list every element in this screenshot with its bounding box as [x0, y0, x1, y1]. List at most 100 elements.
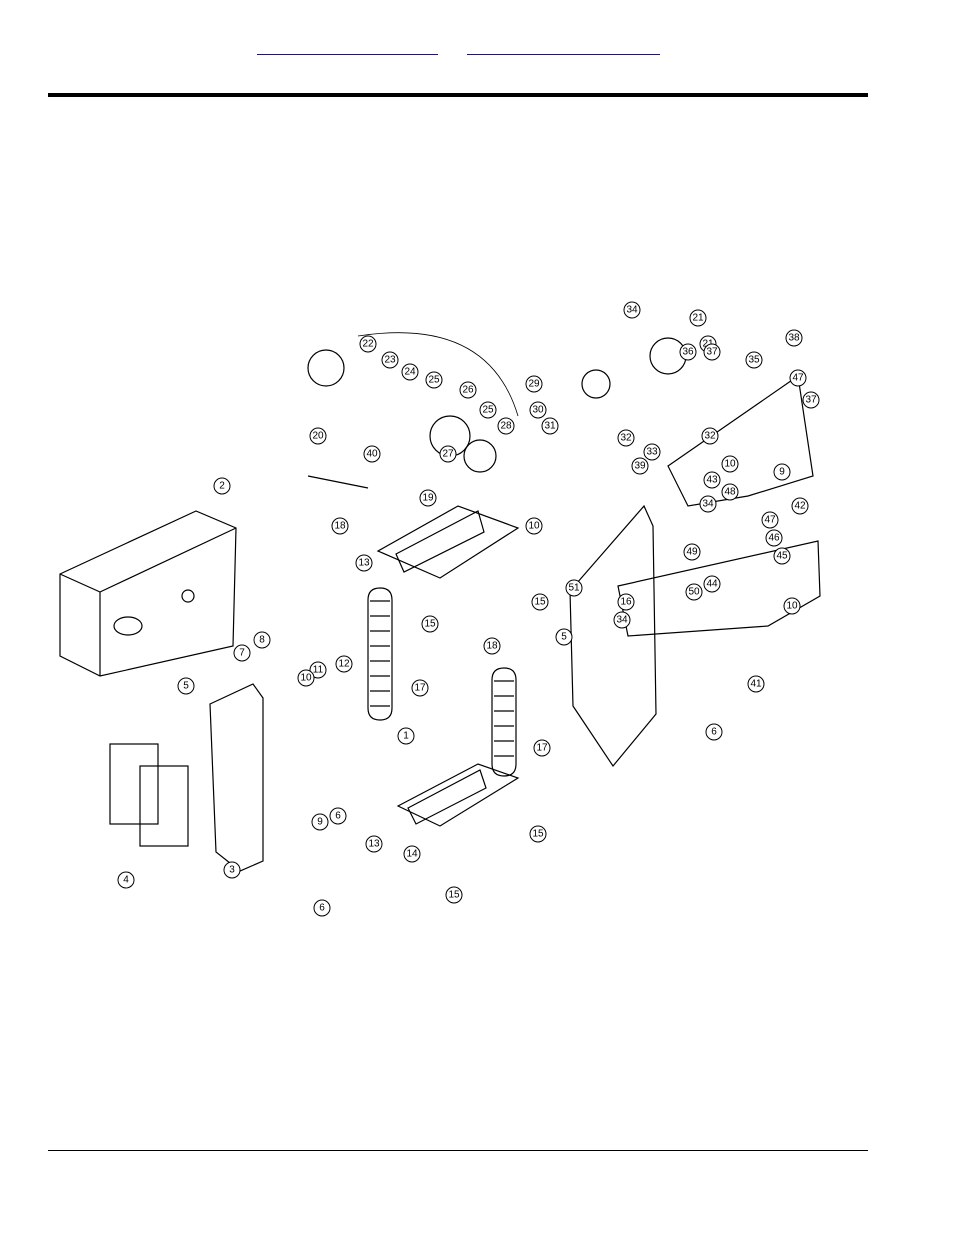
callout-circle: [335, 655, 353, 673]
callout-32: 32: [701, 427, 719, 445]
callout-number: 23: [384, 355, 396, 366]
callout-number: 24: [404, 367, 416, 378]
callout-circle: [689, 309, 707, 327]
callout-number: 17: [414, 683, 426, 694]
callout-circle: [401, 363, 419, 381]
callout-number: 51: [568, 583, 580, 594]
callout-circle: [459, 381, 477, 399]
callout-circle: [613, 611, 631, 629]
callout-circle: [497, 417, 515, 435]
callout-circle: [311, 813, 329, 831]
callout-circle: [439, 445, 457, 463]
callout-circle: [525, 375, 543, 393]
callout-circle: [177, 677, 195, 695]
header-link-left[interactable]: [257, 40, 438, 55]
frame-left: [59, 510, 237, 677]
callout-15: 15: [531, 593, 549, 611]
callout-circle: [773, 547, 791, 565]
callout-circle: [309, 427, 327, 445]
callout-number: 10: [300, 673, 312, 684]
callout-circle: [703, 575, 721, 593]
callout-number: 34: [626, 305, 638, 316]
callout-33: 33: [643, 443, 661, 461]
frame-right: [569, 374, 821, 768]
callout-19: 19: [419, 489, 437, 507]
callout-40: 40: [363, 445, 381, 463]
callout-number: 5: [183, 681, 189, 692]
callout-number: 14: [406, 849, 418, 860]
callout-circle: [617, 429, 635, 447]
callout-circle: [213, 477, 231, 495]
callout-9: 9: [311, 813, 329, 831]
callout-28: 28: [497, 417, 515, 435]
callout-circle: [359, 335, 377, 353]
callout-circle: [765, 529, 783, 547]
callout-10: 10: [525, 517, 543, 535]
callout-13: 13: [355, 554, 373, 572]
callout-circle: [721, 455, 739, 473]
callout-number: 10: [528, 521, 540, 532]
callout-number: 7: [239, 648, 245, 659]
callout-number: 49: [686, 547, 698, 558]
assembly-bracket-line: [357, 332, 519, 417]
callout-39: 39: [631, 457, 649, 475]
callout-number: 15: [424, 619, 436, 630]
callout-17: 17: [533, 739, 551, 757]
footer-rule: [48, 1150, 868, 1151]
callout-41: 41: [747, 675, 765, 693]
callout-22: 22: [359, 335, 377, 353]
callout-25: 25: [425, 371, 443, 389]
callout-18: 18: [483, 637, 501, 655]
callout-number: 21: [702, 339, 714, 350]
callout-4: 4: [117, 871, 135, 889]
callout-circle: [479, 401, 497, 419]
callout-34: 34: [613, 611, 631, 629]
callout-number: 44: [706, 579, 718, 590]
callout-number: 47: [764, 515, 776, 526]
callout-number: 40: [366, 449, 378, 460]
callout-number: 6: [319, 903, 325, 914]
callout-24: 24: [401, 363, 419, 381]
callout-number: 1: [403, 731, 409, 742]
callout-25: 25: [479, 401, 497, 419]
callout-circle: [309, 661, 327, 679]
callout-number: 41: [750, 679, 762, 690]
callout-number: 35: [748, 355, 760, 366]
callout-3: 3: [223, 861, 241, 879]
callout-35: 35: [745, 351, 763, 369]
callout-number: 9: [779, 467, 785, 478]
callout-38: 38: [785, 329, 803, 347]
callout-circle: [617, 593, 635, 611]
callout-circle: [631, 457, 649, 475]
callout-47: 47: [789, 369, 807, 387]
callout-circle: [297, 669, 315, 687]
callout-circle: [705, 723, 723, 741]
callout-2: 2: [213, 477, 231, 495]
callout-12: 12: [335, 655, 353, 673]
callout-5: 5: [555, 628, 573, 646]
header-link-right[interactable]: [467, 40, 660, 55]
callout-circle: [747, 675, 765, 693]
callout-46: 46: [765, 529, 783, 547]
callout-circle: [773, 463, 791, 481]
callout-circle: [783, 597, 801, 615]
callout-number: 30: [532, 405, 544, 416]
callout-29: 29: [525, 375, 543, 393]
callout-number: 33: [646, 447, 658, 458]
callout-49: 49: [683, 543, 701, 561]
callout-number: 6: [711, 727, 717, 738]
callout-number: 16: [620, 597, 632, 608]
callout-17: 17: [411, 679, 429, 697]
arm-upper: [376, 505, 520, 579]
callout-circle: [445, 886, 463, 904]
callout-number: 18: [334, 521, 346, 532]
callout-circle: [381, 351, 399, 369]
header-rule: [48, 93, 868, 97]
callout-number: 19: [422, 493, 434, 504]
callout-number: 45: [776, 551, 788, 562]
callout-circle: [745, 351, 763, 369]
callout-15: 15: [529, 825, 547, 843]
callout-number: 17: [536, 743, 548, 754]
